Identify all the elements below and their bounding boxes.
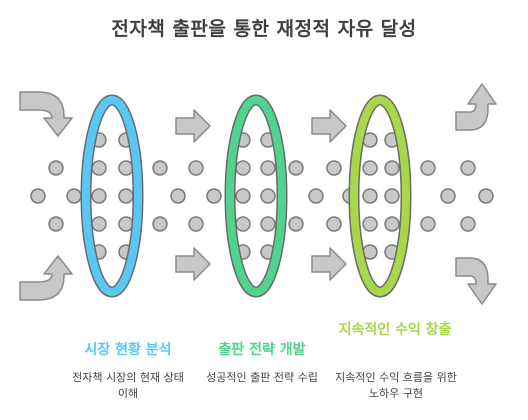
stage-title-3: 지속적인 수익 창출 (338, 322, 452, 338)
particle-dot (260, 216, 276, 232)
stage-title-1: 시장 현황 분석 (84, 342, 172, 358)
particle-dot (478, 188, 494, 204)
particle-dot (384, 216, 400, 232)
particle-dot (91, 160, 107, 176)
stage-description-3: 지속적인 수익 흐름을 위한 노하우 구현 (335, 371, 457, 400)
particle-dot (66, 188, 82, 204)
particle-dot (384, 160, 400, 176)
particle-dot (362, 160, 378, 176)
stage-description-1: 전자책 시장의 현재 상태 이해 (72, 371, 184, 400)
particle-dot (206, 188, 222, 204)
particle-dot (30, 188, 46, 204)
particle-dot (326, 160, 342, 176)
particle-dot (288, 216, 304, 232)
curved-arrow-in-top-icon (19, 91, 73, 137)
right-arrow-icon-2b (311, 247, 347, 281)
particle-dot (48, 160, 64, 176)
curved-arrow-out-top-icon (455, 83, 497, 131)
diagram-title: 전자책 출판을 통한 재정적 자유 달성 (111, 18, 417, 40)
stage-rings (80, 94, 412, 298)
particle-dot (170, 188, 186, 204)
stage-description-2: 성공적인 출판 전략 수립 (206, 371, 318, 384)
particle-dot (235, 160, 251, 176)
particle-dot (260, 188, 276, 204)
stage-ring-3 (350, 96, 410, 296)
particle-dot (235, 216, 251, 232)
particle-dot (288, 160, 304, 176)
particle-dot (308, 188, 324, 204)
particle-dot (440, 188, 456, 204)
particle-dot (152, 216, 168, 232)
curved-arrow-in-bottom-icon (19, 255, 73, 301)
particle-dot (48, 216, 64, 232)
particle-dots (30, 132, 494, 260)
particle-dot (91, 188, 107, 204)
particle-dot (362, 188, 378, 204)
particle-dot (260, 160, 276, 176)
particle-dot (118, 216, 134, 232)
particle-dot (188, 216, 204, 232)
particle-dot (91, 216, 107, 232)
particle-dot (118, 160, 134, 176)
particle-dot (118, 188, 134, 204)
stage-ring-1 (82, 96, 142, 296)
stage-title-2: 출판 전략 개발 (218, 342, 306, 358)
right-arrow-icon-2a (311, 109, 347, 143)
curved-arrow-out-bottom-icon (455, 257, 497, 305)
particle-dot (235, 188, 251, 204)
particle-dot (384, 188, 400, 204)
particle-dot (420, 216, 436, 232)
right-arrow-icon-1a (175, 109, 211, 143)
particle-dot (188, 160, 204, 176)
particle-dot (326, 216, 342, 232)
right-arrow-icon-1b (175, 247, 211, 281)
particle-dot (460, 216, 476, 232)
particle-dot (460, 160, 476, 176)
particle-dot (362, 216, 378, 232)
stage-ring-2 (226, 96, 286, 296)
particle-dot (152, 160, 168, 176)
particle-dot (420, 160, 436, 176)
